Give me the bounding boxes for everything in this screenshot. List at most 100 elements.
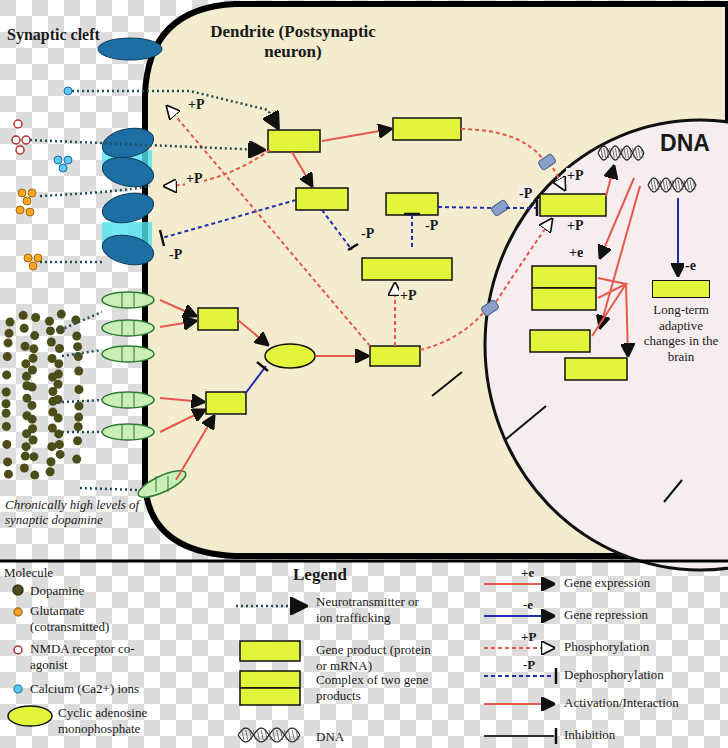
- drawing-line: [288, 730, 290, 740]
- nucleus-region: DNALong-term adaptive changes in the bra…: [485, 120, 728, 548]
- drawing-circle: [2, 370, 11, 379]
- annotation: +P: [399, 288, 418, 304]
- node-text: DNA: [650, 130, 720, 158]
- legend-text: Inhibition: [564, 727, 724, 743]
- pathway-line: [62, 431, 102, 434]
- drawing-circle: [31, 313, 40, 322]
- annotation: -P: [424, 218, 439, 234]
- annotation: Synaptic cleft: [6, 26, 101, 44]
- annotation: -P: [522, 658, 536, 673]
- pathway-line: [322, 129, 391, 141]
- drawing-circle: [56, 450, 65, 459]
- drawing-circle: [74, 367, 83, 376]
- pathway-line: [80, 488, 138, 490]
- drawing-circle: [28, 189, 36, 197]
- drawing-circle: [28, 401, 37, 410]
- drawing-path: [598, 146, 644, 160]
- pathway-line: [160, 300, 196, 316]
- legend-text: Neurotransmitter or ion trafficking: [316, 594, 436, 625]
- legend-swatch: [14, 685, 22, 693]
- drawing-line: [277, 730, 279, 740]
- drawing-circle: [28, 383, 37, 392]
- drawing-line: [633, 148, 635, 158]
- drawing-circle: [74, 385, 83, 394]
- pathway-line: [600, 178, 634, 258]
- gene-product-box: [532, 266, 596, 288]
- nucleus: [485, 120, 728, 570]
- drawing-line: [621, 148, 623, 158]
- drawing-ellipse: [100, 189, 157, 227]
- drawing-line: [681, 180, 683, 190]
- gene-product-box: [530, 330, 590, 352]
- pathway-line: [292, 152, 312, 186]
- legend-text: Dephosphorylation: [564, 667, 724, 683]
- drawing-circle: [2, 399, 11, 408]
- gene-product-box: [362, 258, 452, 280]
- drawing-line: [250, 730, 252, 740]
- drawing-circle: [73, 342, 82, 351]
- drawing-ellipse: [102, 424, 154, 440]
- legend-text: Gene repression: [564, 607, 724, 623]
- drawing-line: [687, 180, 689, 190]
- pathway-line: [394, 283, 396, 346]
- annotation: -P: [168, 247, 183, 263]
- drawing-line: [296, 730, 298, 740]
- pathway-line: [592, 284, 626, 336]
- pathway-line: [322, 210, 352, 250]
- inhibition-bar: [257, 362, 268, 371]
- drawing-line: [638, 148, 640, 158]
- pathway-line: [30, 140, 264, 150]
- legend-text: Activation/Interaction: [564, 695, 724, 711]
- pathway-line: [162, 200, 296, 238]
- drawing-circle: [54, 380, 63, 389]
- drawing-line: [615, 148, 617, 158]
- drawing-ellipse: [100, 153, 157, 191]
- drawing-line: [122, 346, 123, 362]
- drawing-line: [134, 424, 135, 440]
- drawing-circle: [29, 452, 38, 461]
- drawing-circle: [55, 344, 64, 353]
- drawing-circle: [59, 164, 67, 172]
- drawing-path: [484, 615, 554, 617]
- drawing-circle: [73, 436, 82, 445]
- drawing-line: [134, 320, 135, 336]
- gene-product-box: [652, 280, 710, 298]
- drawing-line: [254, 730, 256, 740]
- drawing-circle: [3, 457, 12, 466]
- annotation: -e: [684, 258, 697, 274]
- drawing-circle: [21, 359, 30, 368]
- pathway-line: [316, 355, 368, 357]
- drawing-circle: [26, 208, 34, 216]
- annotation: +e: [520, 566, 535, 581]
- pathway-line: [238, 320, 268, 345]
- drawing-line: [675, 180, 677, 190]
- drawing-circle: [45, 317, 54, 326]
- pathway-line: [606, 166, 614, 196]
- drawing-circle: [55, 440, 64, 449]
- drawing-circle: [54, 370, 63, 379]
- drawing-line: [156, 476, 157, 492]
- legend-swatch: [8, 706, 52, 726]
- drawing-line: [285, 730, 287, 740]
- drawing-circle: [64, 156, 72, 164]
- gene-product-box: [386, 193, 438, 215]
- drawing-circle: [4, 338, 13, 347]
- legend-swatch: [13, 585, 23, 595]
- pathway-line: [505, 406, 546, 440]
- drawing-ellipse: [100, 124, 157, 162]
- legend-swatch: [240, 641, 300, 661]
- drawing-line: [641, 148, 643, 158]
- drawing-line: [265, 730, 267, 740]
- pathway-line: [164, 150, 270, 186]
- drawing-line: [612, 148, 614, 158]
- drawing-circle: [28, 424, 37, 433]
- drawing-circle: [16, 146, 24, 154]
- drawing-line: [666, 180, 668, 190]
- pathway-line: [600, 186, 640, 328]
- pathway-line: [432, 372, 462, 396]
- annotation: +P: [520, 630, 537, 645]
- pathway-line: [420, 312, 484, 350]
- drawing-line: [672, 180, 674, 190]
- pathway-line: [461, 129, 542, 158]
